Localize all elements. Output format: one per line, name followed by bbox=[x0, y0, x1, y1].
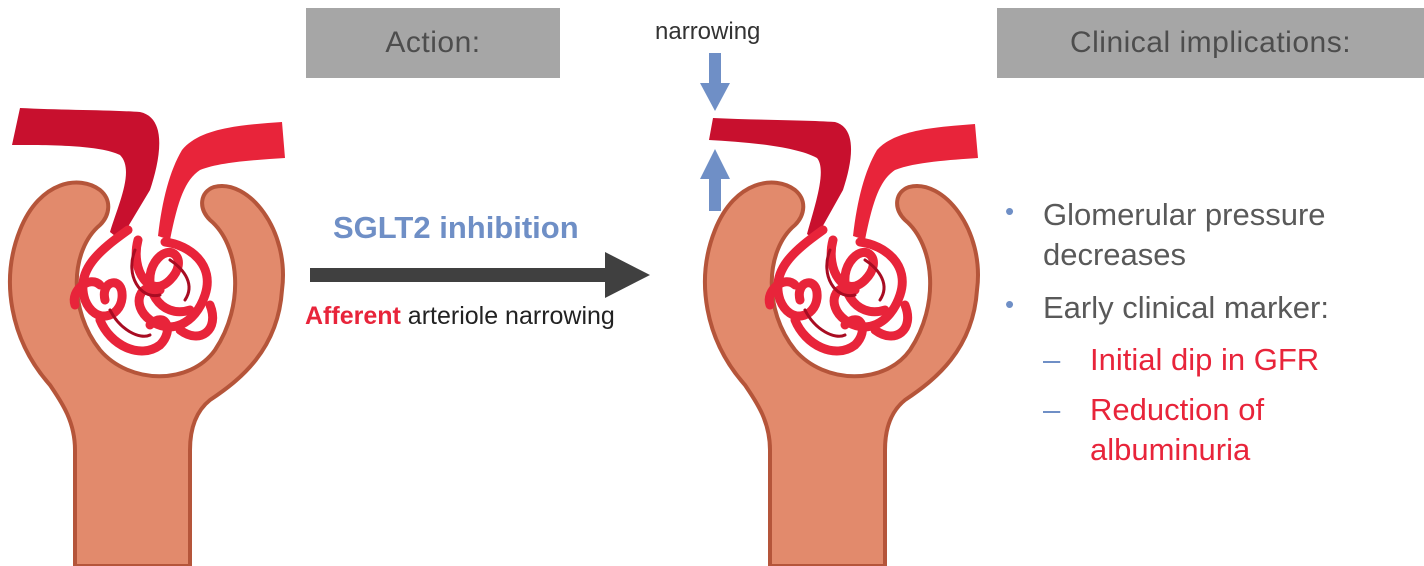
narrowing-arrows bbox=[690, 45, 740, 220]
bullet-text: Glomerular pressure decreases bbox=[1043, 197, 1326, 272]
afferent-word: Afferent bbox=[305, 302, 401, 330]
bullet-dot-icon: • bbox=[1005, 288, 1014, 322]
sub-item-initial-dip: – Initial dip in GFR bbox=[1005, 340, 1415, 380]
sub-item-text: Initial dip in GFR bbox=[1090, 342, 1319, 377]
sub-item-text: Reduction of albuminuria bbox=[1090, 392, 1264, 467]
narrowing-arrow-up-icon bbox=[700, 149, 730, 211]
bowman-capsule-before bbox=[10, 183, 283, 566]
clinical-implications-header: Clinical implications: bbox=[997, 8, 1424, 78]
dash-icon: – bbox=[1043, 340, 1060, 380]
arteriole-narrowing-text: arteriole narrowing bbox=[401, 302, 615, 330]
glomerulus-after-illustration bbox=[695, 0, 995, 566]
clinical-implications-list: • Glomerular pressure decreases • Early … bbox=[1005, 195, 1415, 481]
bullet-item-early-marker: • Early clinical marker: bbox=[1005, 288, 1415, 328]
action-header: Action: bbox=[306, 8, 560, 78]
bullet-text: Early clinical marker: bbox=[1043, 290, 1329, 325]
narrowing-arrow-down-icon bbox=[700, 53, 730, 111]
bowman-capsule-after bbox=[705, 183, 978, 566]
dash-icon: – bbox=[1043, 390, 1060, 430]
glomerulus-before-illustration bbox=[0, 0, 300, 566]
bullet-item-glomerular-pressure: • Glomerular pressure decreases bbox=[1005, 195, 1415, 276]
sglt2-inhibition-label: SGLT2 inhibition bbox=[333, 210, 579, 246]
sub-item-albuminuria: – Reduction of albuminuria bbox=[1005, 390, 1415, 471]
transition-arrow bbox=[300, 240, 660, 310]
bullet-dot-icon: • bbox=[1005, 195, 1014, 229]
afferent-narrowing-caption: Afferent arteriole narrowing bbox=[305, 302, 615, 331]
